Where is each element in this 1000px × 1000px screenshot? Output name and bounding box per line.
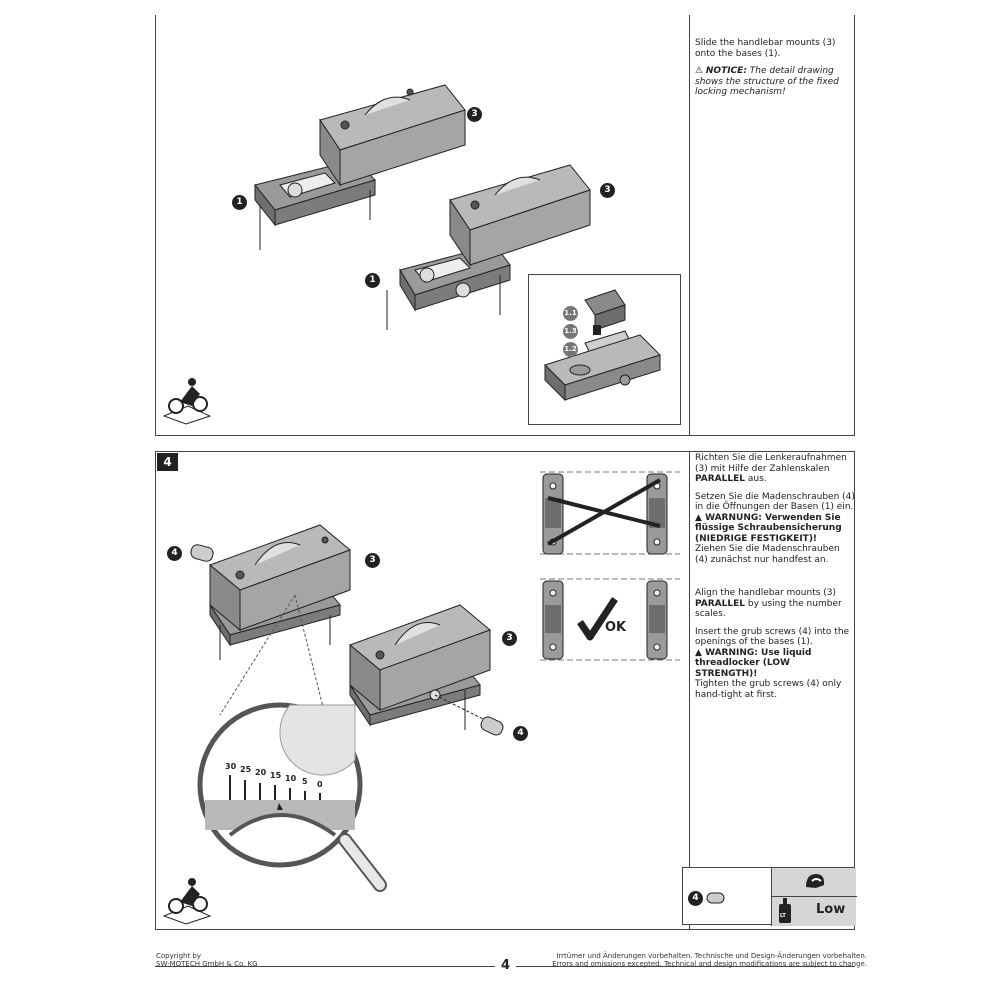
callout-4-right: 4 xyxy=(513,726,528,741)
helmet-icon xyxy=(806,874,825,888)
step4-en-p1-b: PARALLEL xyxy=(695,598,745,609)
step4-mount-illustration-1 xyxy=(209,524,351,660)
grub-screw-2 xyxy=(480,716,504,736)
footer-disclaimer: Irrtümer und Änderungen vorbehalten. Tec… xyxy=(552,952,867,968)
step3-mount-illustration-2 xyxy=(386,164,591,330)
disclaimer-en: Errors and omissions excepted. Technical… xyxy=(552,960,867,968)
scale-label-0: 0 xyxy=(317,780,323,789)
step3-column-divider xyxy=(689,15,690,436)
callout-3-lower: 3 xyxy=(600,183,615,198)
mechanic-icon xyxy=(162,378,212,425)
step4-en-p1-c: by using the number scales. xyxy=(695,598,842,620)
step4-en-p3: Tighten the grub screws (4) only hand-ti… xyxy=(695,679,842,700)
correct-alignment-illustration xyxy=(540,578,680,661)
callout-4-left: 4 xyxy=(167,546,182,561)
scale-labels: 30 25 20 15 10 5 0 xyxy=(225,762,345,789)
threadlocker-divider xyxy=(772,896,857,897)
step4-en-warning-text: WARNING: Use liquid threadlocker (LOW ST… xyxy=(695,647,812,679)
mechanic-icon xyxy=(162,878,212,925)
callout-3-left: 3 xyxy=(365,553,380,568)
step4-instructions-de: Richten Sie die Lenkeraufnahmen (3) mit … xyxy=(695,453,855,572)
step4-column-divider xyxy=(689,451,690,930)
grub-screw-icon xyxy=(706,892,725,904)
disclaimer-de: Irrtümer und Änderungen vorbehalten. Tec… xyxy=(556,952,867,960)
step4-en-p1-a: Align the handlebar mounts (3) xyxy=(695,588,837,598)
scale-label-20: 20 xyxy=(255,768,267,777)
scale-label-10: 10 xyxy=(285,774,297,783)
scale-label-30: 30 xyxy=(225,762,237,771)
callout-1-2: 1.2 xyxy=(563,342,578,357)
step4-de-block: Setzen Sie die Madenschrauben (4) in die… xyxy=(695,492,855,566)
step3-notice-text: The detail drawing shows the structure o… xyxy=(695,66,839,97)
step4-instructions-en: Align the handlebar mounts (3) PARALLEL … xyxy=(695,588,855,707)
copyright-line-1: Copyright by xyxy=(156,952,202,960)
scale-marks xyxy=(229,775,321,810)
step4-de-p1-c: aus. xyxy=(747,474,767,484)
step4-de-p1: Richten Sie die Lenkeraufnahmen (3) mit … xyxy=(695,453,855,485)
step3-detail-illustration xyxy=(544,289,661,402)
step4-mount-illustration-2 xyxy=(349,604,491,735)
callout-1-3: 1.3 xyxy=(563,324,578,339)
warning-triangle-icon: ⚠ xyxy=(695,66,704,76)
magnifier-scale-illustration xyxy=(197,594,387,892)
step3-notice-label: NOTICE: xyxy=(705,66,747,76)
scale-label-15: 15 xyxy=(270,771,282,780)
step3-mount-illustration-1 xyxy=(254,84,466,250)
ok-label: OK xyxy=(605,620,627,635)
scale-label-25: 25 xyxy=(240,765,252,774)
step4-en-p1: Align the handlebar mounts (3) PARALLEL … xyxy=(695,588,855,620)
step3-notice: ⚠ NOTICE: The detail drawing shows the s… xyxy=(695,66,855,98)
step3-line1: Slide the handlebar mounts (3) onto the … xyxy=(695,38,836,59)
step4-de-p1-b: PARALLEL xyxy=(695,474,745,484)
scale-label-5: 5 xyxy=(302,777,308,786)
callout-4-torque: 4 xyxy=(688,891,703,906)
step4-de-p1-a: Richten Sie die Lenkeraufnahmen (3) mit … xyxy=(695,453,847,474)
callout-3-right: 3 xyxy=(502,631,517,646)
grub-screw-1 xyxy=(190,544,214,562)
step4-de-warning: ▲ WARNUNG: Verwenden Sie flüssige Schrau… xyxy=(695,513,842,544)
step4-en-block: Insert the grub screws (4) into the open… xyxy=(695,627,855,701)
threadlocker-bottle-icon xyxy=(779,898,791,923)
callout-1-upper: 1 xyxy=(232,195,247,210)
callout-1-1: 1.1 xyxy=(563,306,578,321)
step4-en-warning: ▲ WARNING: Use liquid threadlocker (LOW … xyxy=(695,648,811,679)
threadlocker-strength: Low xyxy=(816,902,846,917)
step4-de-warning-text: WARNUNG: Verwenden Sie flüssige Schraube… xyxy=(695,512,842,544)
copyright-line-2: SW-MOTECH GmbH & Co. KG xyxy=(156,960,258,968)
footer-copyright: Copyright by SW-MOTECH GmbH & Co. KG xyxy=(156,952,258,968)
step3-instructions: Slide the handlebar mounts (3) onto the … xyxy=(695,38,855,105)
callout-3-upper: 3 xyxy=(467,107,482,122)
page-number: 4 xyxy=(495,958,517,973)
step4-de-p2: Setzen Sie die Madenschrauben (4) in die… xyxy=(695,491,855,513)
threadlocker-box: 4 LT Low xyxy=(682,867,857,926)
step4-de-p3: Ziehen Sie die Madenschrauben (4) zunäch… xyxy=(695,544,840,565)
warning-triangle-icon: ▲ xyxy=(695,512,702,523)
threadlocker-panel: LT Low xyxy=(771,868,857,926)
step4-number-badge: 4 xyxy=(157,453,178,471)
wrong-alignment-illustration xyxy=(540,471,680,555)
warning-triangle-icon: ▲ xyxy=(695,647,702,658)
callout-1-lower: 1 xyxy=(365,273,380,288)
lt-label: LT xyxy=(780,913,786,919)
step4-en-p2: Insert the grub screws (4) into the open… xyxy=(695,626,850,648)
